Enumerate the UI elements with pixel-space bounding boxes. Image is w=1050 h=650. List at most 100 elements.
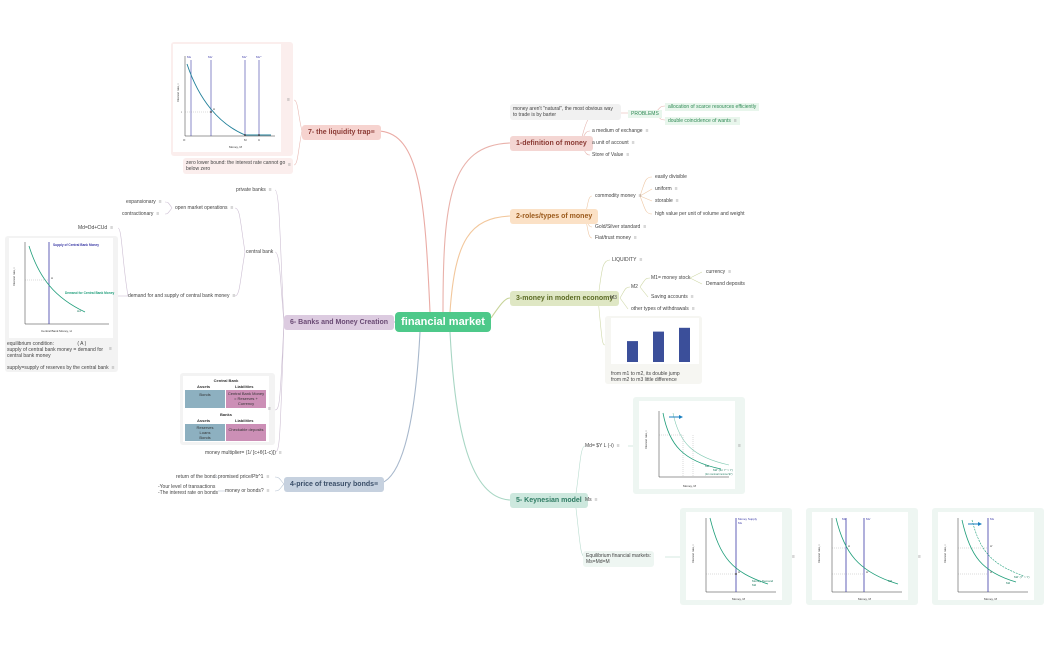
node-other-withdrawals[interactable]: other types of withdrawals≡ [631,306,695,312]
fig-cb-demand: Demand for Central Bank Money [65,291,114,295]
bs-central-bank-title: Central Bank [213,378,239,383]
node-gold-silver-standard[interactable]: Gold/Silver standard≡ [595,224,647,230]
node-supply-of-reserves[interactable]: supply=supply of reserves by the central… [7,365,115,371]
note-icon: ≡ [278,450,282,456]
fig-lt-origin: O [183,138,186,142]
curve-money-demand [186,63,271,136]
node-expansionary[interactable]: expansionary≡ [126,199,162,205]
card-money-aggregates: from m1 to m2, its double jump from m2 t… [605,316,702,384]
node-return-of-bond[interactable]: return of the bond: [176,474,217,480]
node-central-bank[interactable]: central bank [246,249,274,255]
note-icon: ≡ [691,306,695,312]
note-icon: ≡ [370,129,375,136]
node-liquidity[interactable]: LIQUIDITY≡ [612,257,643,263]
note-icon: ≡ [158,199,162,205]
fig-lt-ms1: Ms [187,55,191,59]
node-problem-allocation[interactable]: allocation of scarce resources efficient… [665,103,760,111]
node-money-multiplier[interactable]: money multiplier= (1/ [c+θ(1-c)])≡ [205,450,282,456]
note-icon: ≡ [616,443,620,449]
card-equilibrium-figure-b: Interest rate, i Money, M Money Supply M… [680,508,792,605]
fig-lt-ylabel: Interest rate, i [176,83,180,102]
fig-c-xlabel: Money, M [858,597,871,601]
node-supply-equals-demand[interactable]: supply of central bank money = demand fo… [7,347,104,359]
topic-roles-types-of-money[interactable]: 2-roles/types of money [510,209,599,224]
node-demand-supply-cb-money[interactable]: demand for and supply of central bank mo… [128,293,236,299]
node-level-of-transactions[interactable]: -Your level of transactions [158,484,216,490]
node-medium-of-exchange[interactable]: a medium of exchange≡ [592,128,649,134]
bs-cb-money: Central Bank Money = Reserves + Currency [226,390,266,408]
node-equilibrium-financial-markets[interactable]: Equilibrium financial markets:Ms=Md=M [583,551,655,567]
note-icon: ≡ [633,235,637,241]
fig-c-ylabel: Interest rate, i [817,544,821,563]
money-aggregates-bar-chart [611,318,699,364]
bs-banks-reserves: Reserves Loans Bonds [185,424,225,441]
node-problem-double-coincidence[interactable]: double coincidence of wants≡ [665,117,740,125]
node-commodity-money[interactable]: commodity money≡ [595,193,642,199]
liquidity-trap-figure: Interest rate, i Money, M O M C i A Ms M… [173,44,281,152]
node-promised-price[interactable]: promised price/Pb^1≡ [218,474,270,480]
curve-md [835,517,899,585]
topic-keynesian-model[interactable]: 5- Keynesian model [510,493,588,508]
node-equilibrium-condition[interactable]: equilibrium condition: ( A ) [7,341,87,347]
fig-lt-c: C [258,138,261,142]
money-demand-figure: Interest rate, i Money, M Md Md' (for Y'… [639,401,735,489]
node-money-supply[interactable]: Ms≡ [585,497,598,503]
node-open-market-operations[interactable]: open market operations≡ [175,205,234,211]
fig-d-xlabel: Money, M [984,597,997,601]
root-topic-financial-market[interactable]: financial market [395,312,491,332]
note-icon: ≡ [918,554,921,560]
note-icon: ≡ [374,481,379,488]
node-saving-accounts[interactable]: Saving accounts≡ [651,294,694,300]
card-equilibrium-figure-c: Interest rate, i Money, M Ms Ms' Md A A' [806,508,918,605]
fig-lt-ms4: Ms''' [256,55,262,59]
topic-banks-and-money-creation[interactable]: 6- Banks and Money Creation [284,315,395,330]
node-m1[interactable]: M1= money stock [651,275,691,281]
node-md-dd-cud[interactable]: Md=Dd+CUd≡ [78,225,114,231]
node-money-or-bonds[interactable]: money or bonds?≡ [225,488,270,494]
note-icon: ≡ [110,225,114,231]
node-store-of-value[interactable]: Store of Value≡ [592,152,630,158]
fig-b-demand: Money Demand [752,579,774,583]
note-icon: ≡ [738,443,741,449]
equilibrium-figure-d: Interest rate, i Money, M Ms Md Md' (Y' … [938,512,1034,601]
topic-liquidity-trap[interactable]: 7- the liquidity trap≡ [302,125,381,140]
node-easily-divisible[interactable]: easily divisible [655,174,687,180]
card-equilibrium-figure-d: Interest rate, i Money, M Ms Md Md' (Y' … [932,508,1044,605]
node-interest-rate-on-bonds[interactable]: -The interest rate on bonds [158,490,219,496]
node-unit-of-account[interactable]: a unit of account≡ [592,140,635,146]
balance-sheet-tables: Central Bank Assets Liabilities Bonds Ce… [183,376,269,442]
node-uniform[interactable]: uniform≡ [655,186,678,192]
fig-cb-ylabel: Interest rate, i [12,267,16,286]
node-high-value[interactable]: high value per unit of volume and weight [655,211,745,217]
node-problems[interactable]: PROBLEMS [628,110,662,118]
node-demand-deposits[interactable]: Demand deposits [706,281,745,287]
curve-md [662,412,722,470]
fig-d-md1: Md [1006,581,1010,585]
card-liquidity-trap-figure: Interest rate, i Money, M O M C i A Ms M… [171,42,293,156]
node-barter[interactable]: money aren't "natural", the most obvious… [510,104,621,120]
note-icon: ≡ [156,211,160,217]
node-m3[interactable]: M3 [610,295,617,301]
fig-lt-a: A [213,107,215,111]
note-icon: ≡ [674,186,678,192]
fig-a-curve-md: Md [705,464,709,468]
fig-d-point-a: A [990,570,992,574]
fig-b-ylabel: Interest rate, i [691,544,695,563]
fig-a-curve-note: (for nominal income $Y) [705,472,733,476]
note-icon: ≡ [111,365,115,371]
node-contractionary[interactable]: contractionary≡ [122,211,160,217]
node-money-demand-equation[interactable]: Md= $Y L (-i)≡ [585,443,620,449]
fig-a-curve-md-prime: Md' (for Y' > Y) [713,468,733,472]
node-zero-lower-bound[interactable]: zero lower bound: the interest rate cann… [183,158,293,174]
topic-definition-of-money[interactable]: 1-definition of money [510,136,593,151]
node-private-banks[interactable]: private banks≡ [236,187,272,193]
node-m2[interactable]: M2 [631,284,638,290]
card-balance-sheets: Central Bank Assets Liabilities Bonds Ce… [180,373,275,445]
fig-lt-xlabel: Money, M [229,145,242,149]
node-fiat-money[interactable]: Fiat/trust money≡ [595,235,637,241]
central-bank-money-figure: Interest rate, i Central Bank Money, H S… [9,238,114,338]
node-currency[interactable]: currency≡ [706,269,732,275]
topic-price-of-treasury-bonds[interactable]: 4-price of treasury bonds≡ [284,477,385,492]
node-storable[interactable]: storable≡ [655,198,679,204]
topic-money-in-modern-economy[interactable]: 3-money in modern economy [510,291,620,306]
